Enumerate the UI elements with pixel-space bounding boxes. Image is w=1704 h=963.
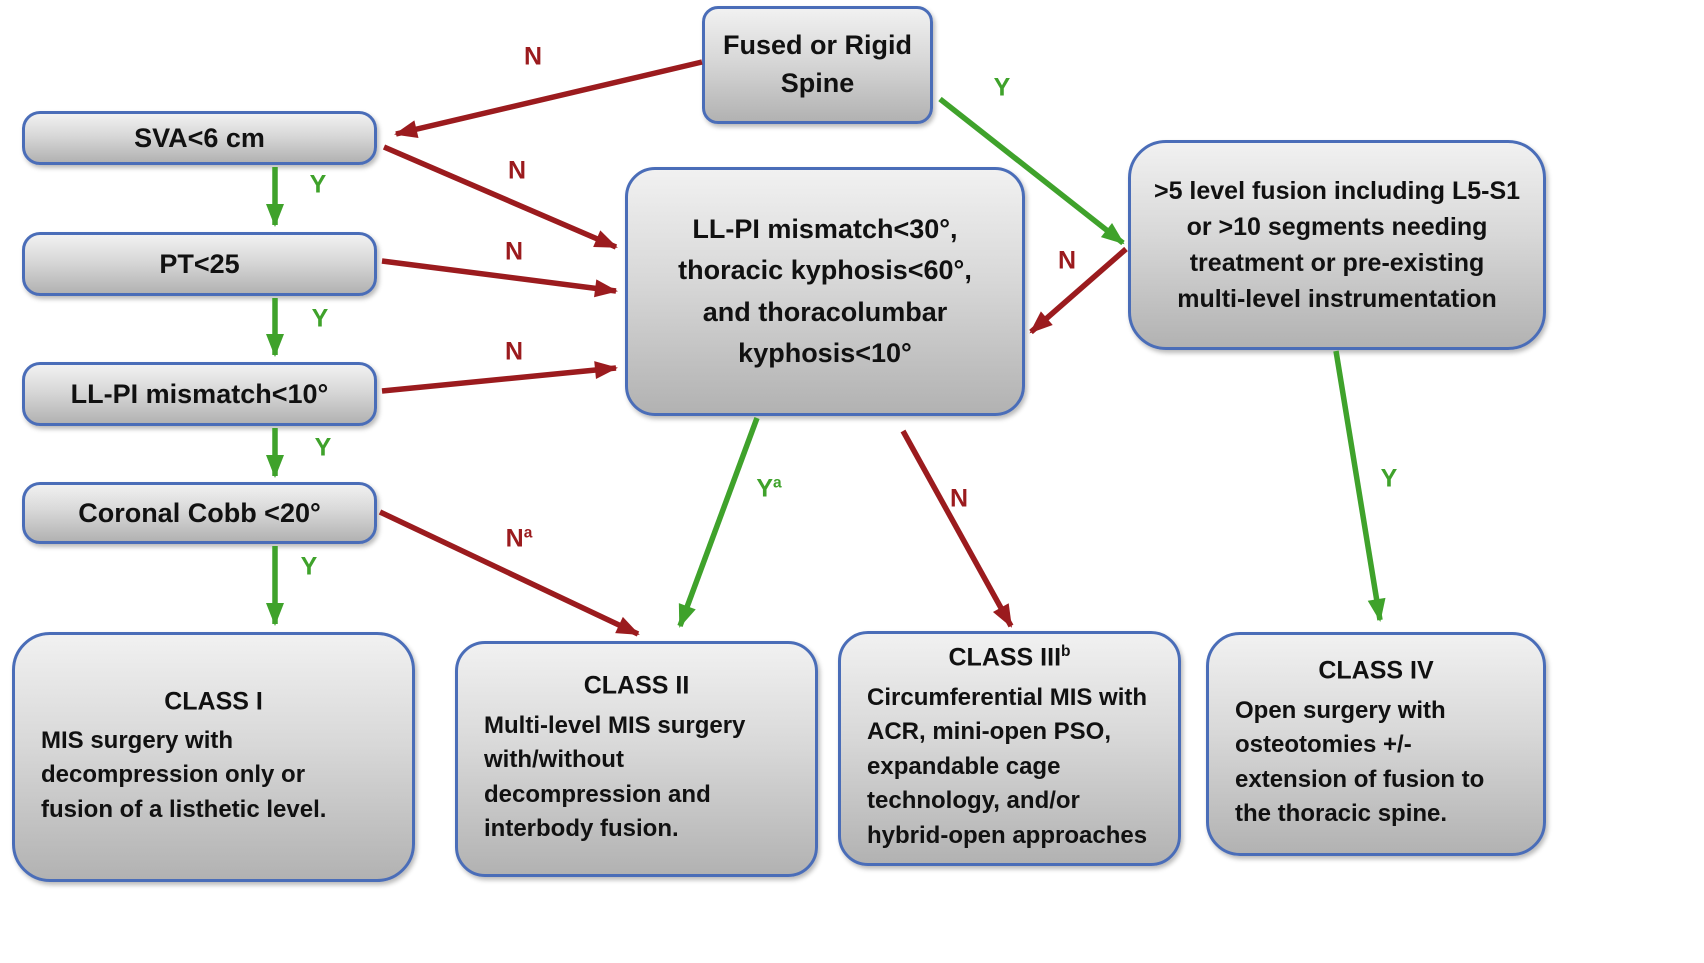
node-class-3-body: Circumferential MIS with ACR, mini-open … — [867, 683, 1148, 849]
node-class-2-body: Multi-level MIS surgery with/without dec… — [484, 711, 746, 843]
edge-label-pt-to-kyphosis: N — [504, 237, 524, 266]
edge-label-fusion-to-kyphosis: N — [1057, 246, 1077, 275]
arrow-llpi-to-kyphosis — [381, 361, 618, 394]
edge-label-pt-to-llpi: Y — [311, 304, 329, 333]
edge-label-sva-to-kyphosis: N — [507, 156, 527, 185]
node-fusion-levels-label: >5 level fusion including L5-S1 or >10 s… — [1153, 177, 1521, 313]
node-class-4: CLASS IV Open surgery with osteotomies +… — [1206, 632, 1546, 856]
node-class-2-title: CLASS II — [583, 671, 690, 700]
edge-label-kyphosis-to-class3: N — [949, 484, 969, 513]
node-class-1: CLASS I MIS surgery with decompression o… — [12, 632, 415, 882]
node-class-3: CLASS IIIb Circumferential MIS with ACR,… — [838, 631, 1181, 866]
arrow-pt-to-kyphosis — [381, 258, 618, 298]
node-kyphosis-label: LL-PI mismatch<30°, thoracic kyphosis<60… — [678, 214, 972, 368]
node-coronal-cobb: Coronal Cobb <20° — [22, 482, 377, 544]
arrow-kyphosis-to-class3 — [900, 429, 1014, 628]
node-pt: PT<25 — [22, 232, 377, 296]
node-fused-label: Fused or Rigid Spine — [723, 30, 912, 98]
arrow-fusion-to-class4 — [1333, 350, 1386, 622]
edge-label-cobb-to-class2: Na — [505, 524, 533, 553]
arrow-sva-to-kyphosis — [382, 144, 618, 250]
node-class-1-title: CLASS I — [164, 686, 263, 715]
node-fusion-levels: >5 level fusion including L5-S1 or >10 s… — [1128, 140, 1546, 350]
edge-label-fused-to-fusion: Y — [993, 73, 1011, 102]
node-pt-label: PT<25 — [159, 248, 240, 279]
node-sva-label: SVA<6 cm — [134, 122, 265, 153]
node-class-1-body: MIS surgery with decompression only or f… — [41, 726, 327, 823]
edge-label-sva-to-pt: Y — [309, 170, 327, 199]
arrow-kyphosis-to-class2 — [677, 417, 760, 628]
edge-label-fusion-to-class4: Y — [1380, 464, 1398, 493]
edge-label-fused-to-sva: N — [523, 42, 543, 71]
node-llpi-10-label: LL-PI mismatch<10° — [70, 378, 329, 409]
edge-label-kyphosis-to-class2: Ya — [756, 474, 782, 503]
edge-label-llpi-to-cobb: Y — [314, 433, 332, 462]
node-class-4-body: Open surgery with osteotomies +/- extens… — [1235, 696, 1485, 828]
node-class-4-title: CLASS IV — [1318, 656, 1434, 685]
arrow-cobb-to-class2 — [378, 509, 640, 637]
arrow-fusion-to-kyphosis — [1029, 246, 1128, 335]
node-cobb-label: Coronal Cobb <20° — [78, 497, 321, 528]
node-sva: SVA<6 cm — [22, 111, 377, 165]
edge-label-cobb-to-class1: Y — [300, 552, 318, 581]
node-llpi-mismatch-10: LL-PI mismatch<10° — [22, 362, 377, 426]
node-kyphosis-criteria: LL-PI mismatch<30°, thoracic kyphosis<60… — [625, 167, 1025, 416]
arrow-fused-to-sva — [394, 59, 703, 138]
node-fused-or-rigid-spine: Fused or Rigid Spine — [702, 6, 933, 124]
node-class-3-title: CLASS IIIb — [948, 643, 1071, 672]
node-class-2: CLASS II Multi-level MIS surgery with/wi… — [455, 641, 818, 877]
edge-label-llpi-to-kyphosis: N — [504, 337, 524, 366]
